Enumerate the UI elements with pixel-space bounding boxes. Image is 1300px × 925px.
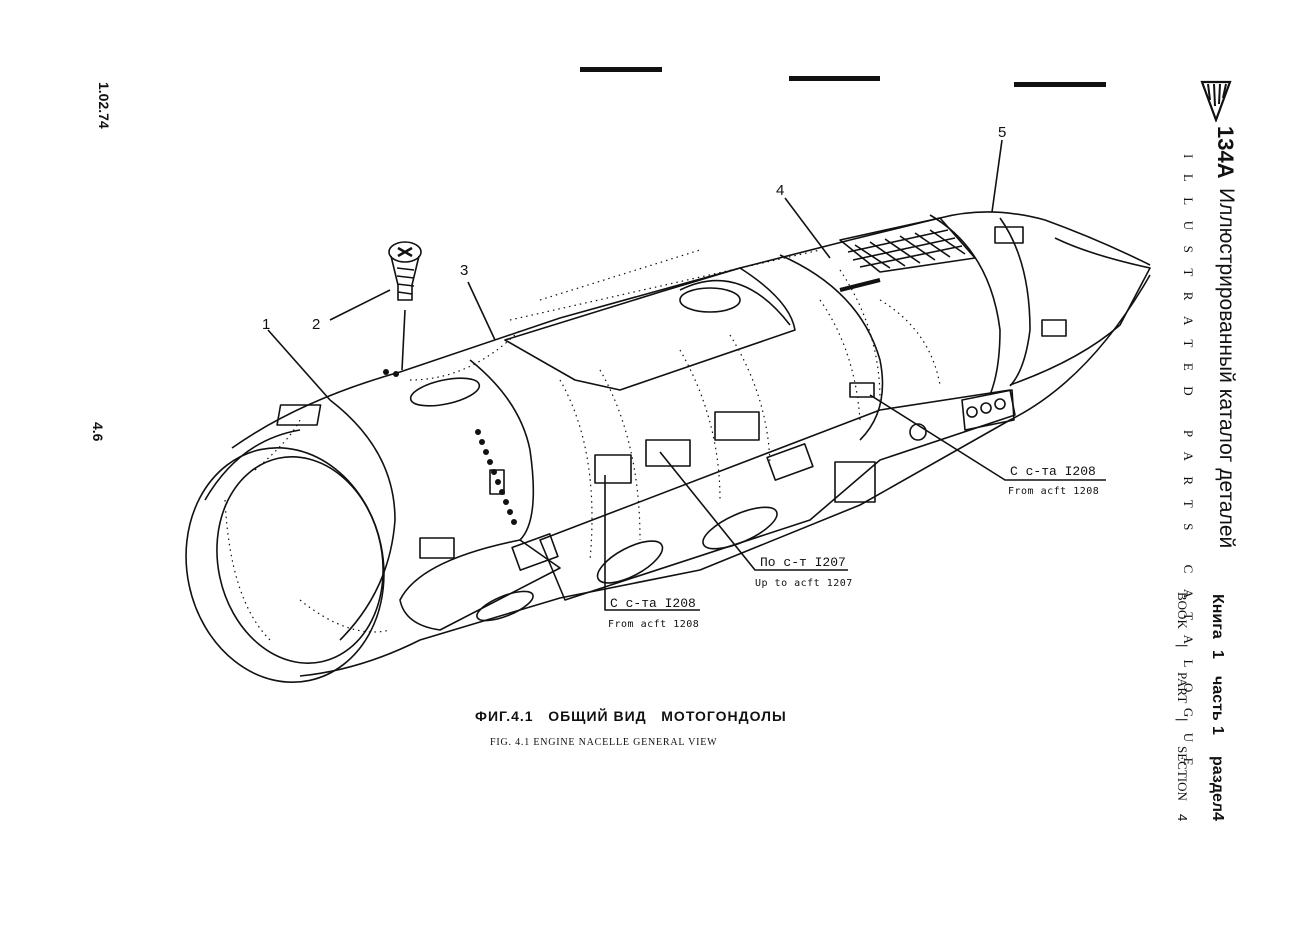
figure-caption-ru: ФИГ.4.1 ОБЩИЙ ВИД МОТОГОНДОЛЫ xyxy=(475,708,787,724)
effectivity-sub-1: From acft 1208 xyxy=(1008,486,1100,497)
callout-1: 1 xyxy=(262,316,271,333)
intake-outer-rim xyxy=(185,446,385,684)
effectivity-sub-3: From acft 1208 xyxy=(608,619,700,630)
intake-inner-rim xyxy=(216,456,384,664)
nacelle-bottom-contour xyxy=(299,274,1151,677)
effectivity-label-3: С с-та I208 xyxy=(610,596,696,611)
effectivity-label-2: По с-т I207 xyxy=(760,555,846,570)
top-bar-2 xyxy=(789,76,880,81)
top-bar-3 xyxy=(1014,82,1106,87)
effectivity-label-1: С с-та I208 xyxy=(1010,464,1096,479)
header-block: 134A Иллюстрированный каталог деталей IL… xyxy=(1160,78,1240,828)
effectivity-sub-2: Up to acft 1207 xyxy=(755,578,853,589)
callout-4: 4 xyxy=(776,182,785,199)
callout-5: 5 xyxy=(998,124,1007,141)
manufacturer-logo-icon xyxy=(1200,80,1232,122)
tail-cone xyxy=(1009,237,1151,386)
callout-3: 3 xyxy=(460,262,469,279)
callout-2: 2 xyxy=(312,316,321,333)
figure-caption-en: FIG. 4.1 ENGINE NACELLE GENERAL VIEW xyxy=(490,737,718,748)
nacelle-top-contour xyxy=(231,211,1151,449)
top-bar-1 xyxy=(580,67,662,72)
intake-lip xyxy=(204,429,301,501)
screw xyxy=(388,241,422,301)
